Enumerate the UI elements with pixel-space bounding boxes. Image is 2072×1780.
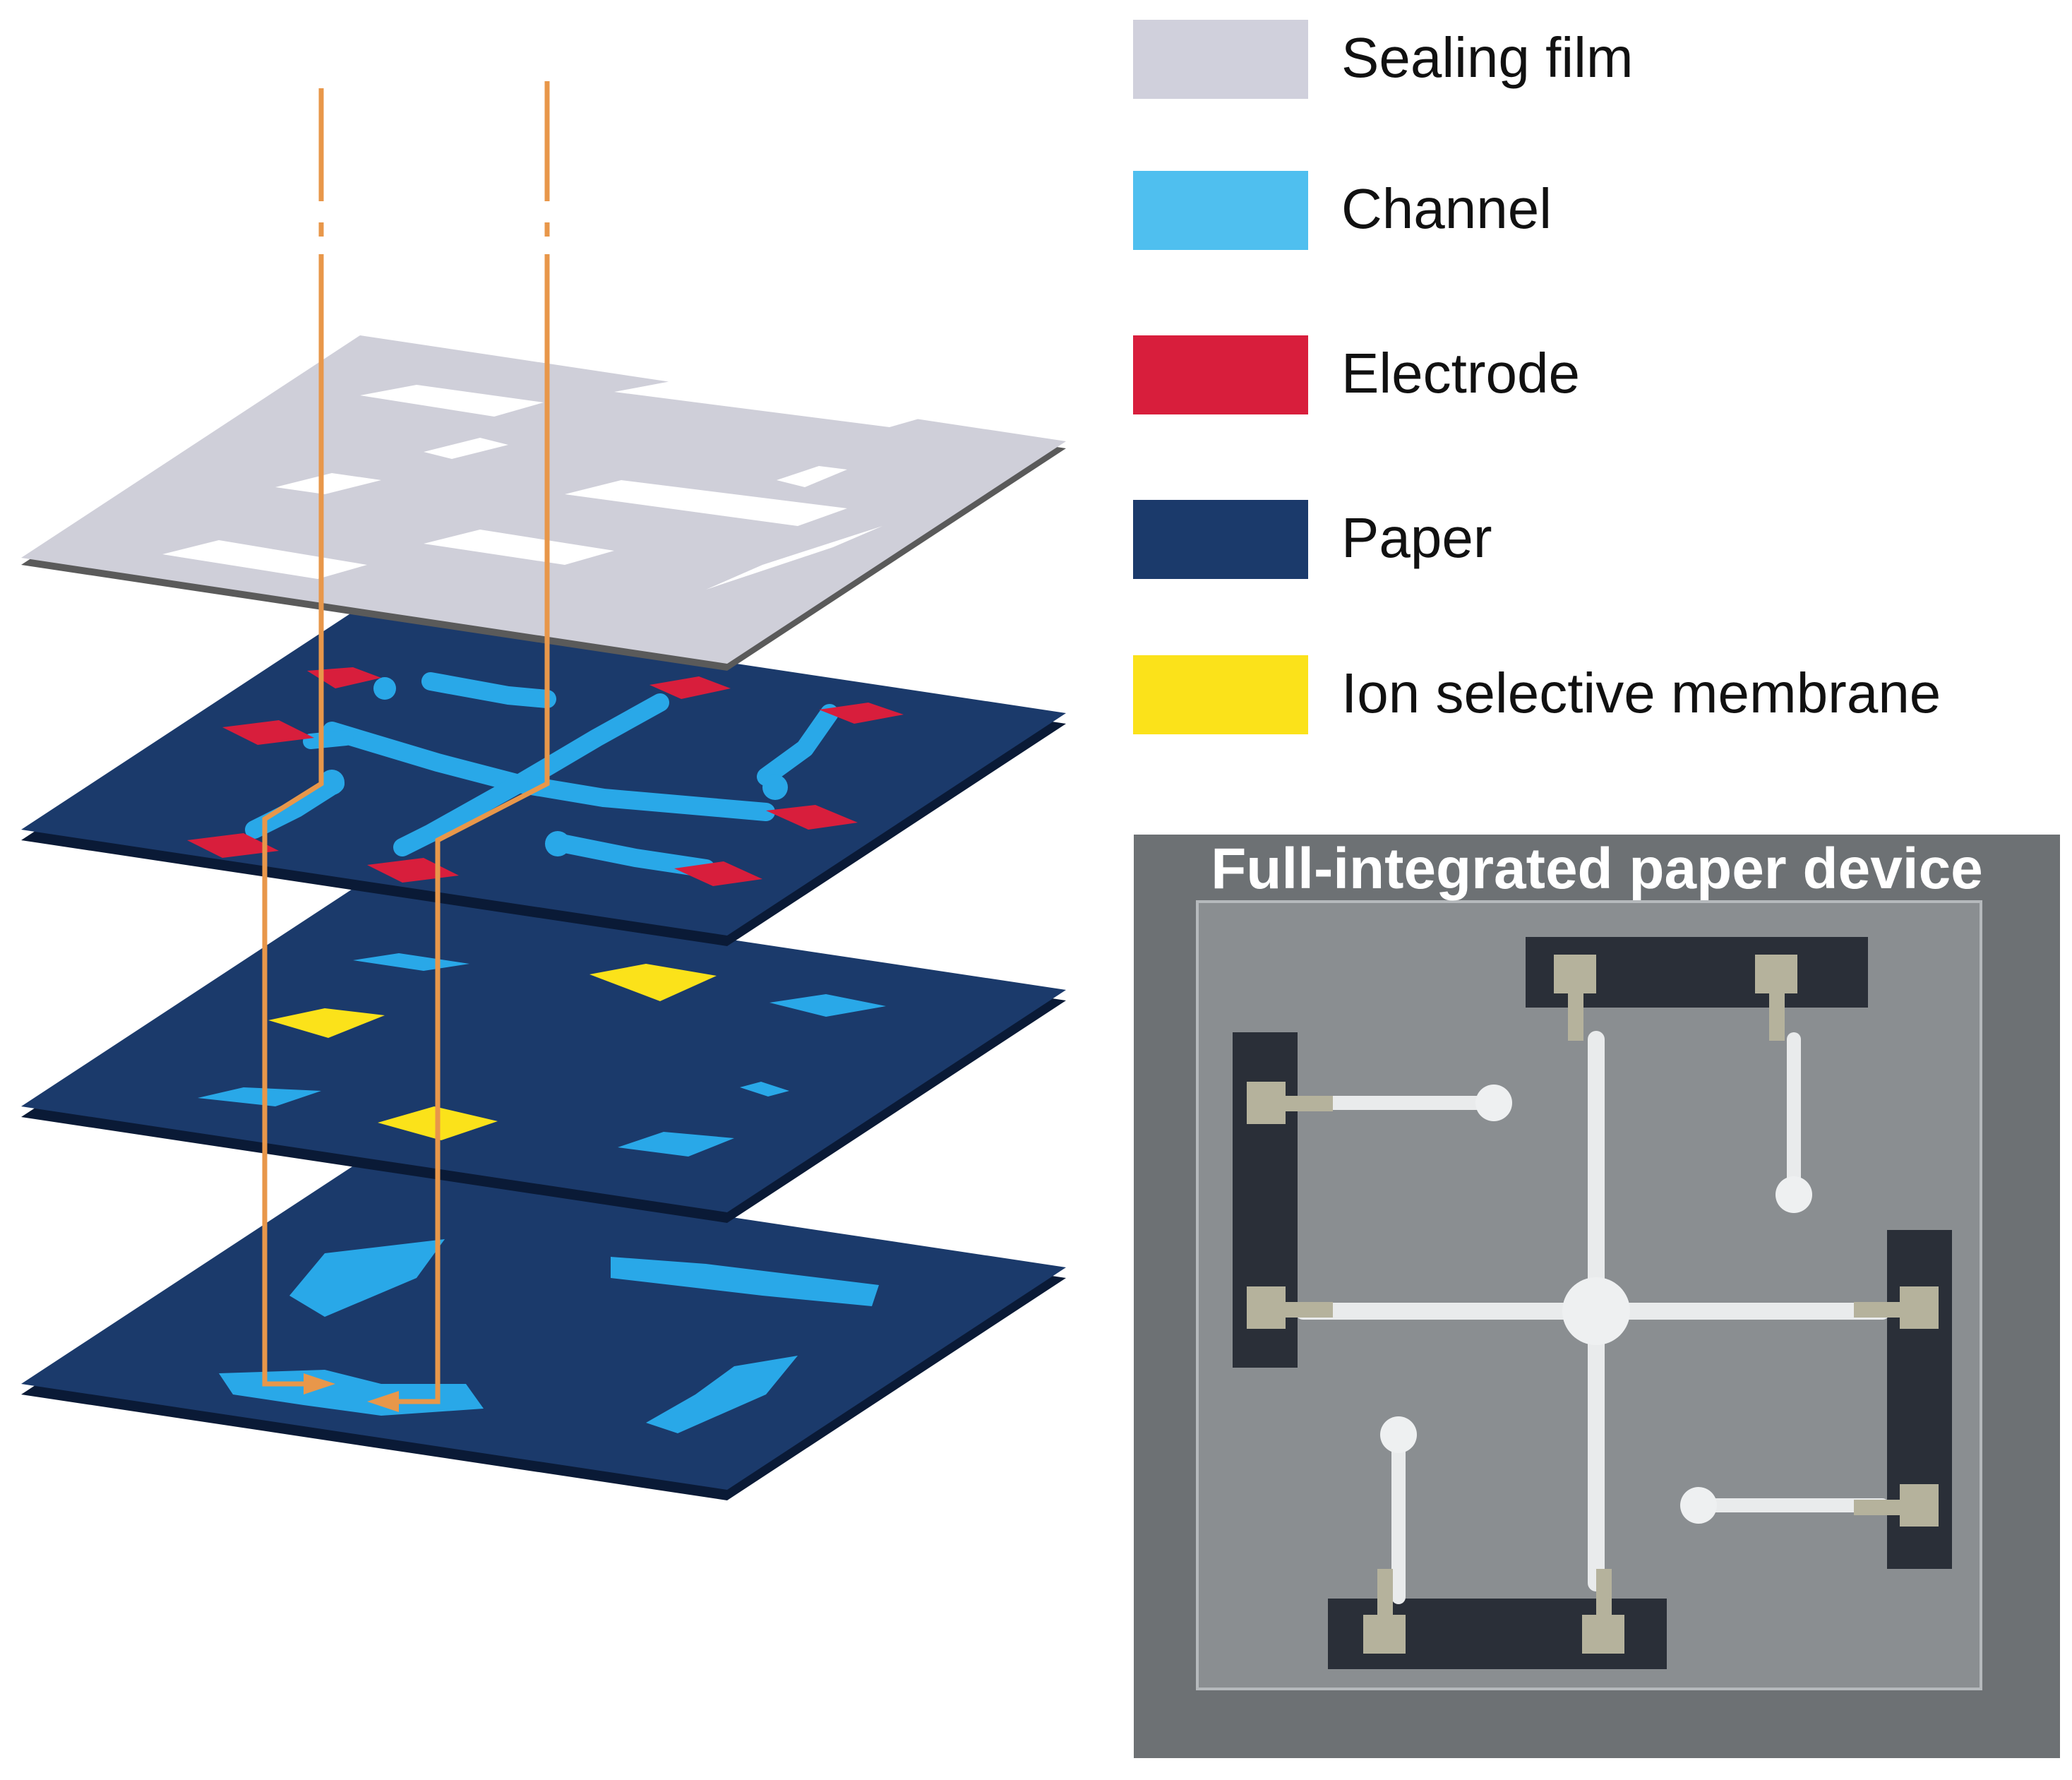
exploded-layer-diagram [21,81,1066,1500]
paper-layer-membrane [21,884,1066,1223]
legend-item-electrode: Electrode [1133,335,2051,417]
channel-pad [618,1132,734,1157]
legend-item-channel: Channel [1133,171,2051,252]
flow-arrowhead-right [367,1391,399,1412]
flow-arrowhead-left [304,1373,335,1394]
device-photo [1134,835,2060,1758]
legend-label: Ion selective membrane [1341,662,1941,724]
legend-item-sealing-film: Sealing film [1133,20,2051,101]
legend-swatch-paper [1133,500,1308,579]
legend-label: Paper [1341,506,1492,569]
channel-shape [611,1257,879,1306]
legend-label: Sealing film [1341,26,1634,89]
channel-dot [373,677,396,700]
photo-title: Full-integrated paper device [1211,837,1983,901]
channel-dot [545,831,570,856]
membrane-pad [589,964,717,1001]
channel-pad [769,994,886,1017]
sealing-film-layer [21,335,1066,671]
channel-dot [319,770,345,795]
photo-center-hub [1562,1277,1630,1345]
photo-electrodes [1247,955,1939,1654]
channel-shape [646,1356,798,1433]
membrane-pad [268,1008,385,1038]
legend-swatch-ion-selective-membrane [1133,655,1308,734]
sealing-film-openings [162,381,939,590]
legend-swatch-electrode [1133,335,1308,414]
legend-swatch-channel [1133,171,1308,250]
channel-pad [740,1082,789,1097]
device-photo-panel: Full-integrated paper device [1134,835,2060,1758]
channel-pad [198,1087,321,1106]
channel-shape [289,1239,445,1317]
channel-pad [353,953,469,971]
electrode-pads [187,667,904,886]
paper-layer-electrode [21,607,1066,946]
channel-dot [762,775,788,800]
flow-path-lines [262,81,550,1404]
channel-network [245,672,839,878]
paper-layer-bottom [21,1161,1066,1500]
legend-label: Channel [1341,177,1552,240]
legend-item-ion-selective-membrane: Ion selective membrane [1133,655,2051,736]
channel-shape [219,1370,484,1416]
legend-item-paper: Paper [1133,500,2051,581]
legend-label: Electrode [1341,342,1580,405]
legend-swatch-sealing-film [1133,20,1308,99]
photo-reservoirs [1380,1085,1812,1524]
